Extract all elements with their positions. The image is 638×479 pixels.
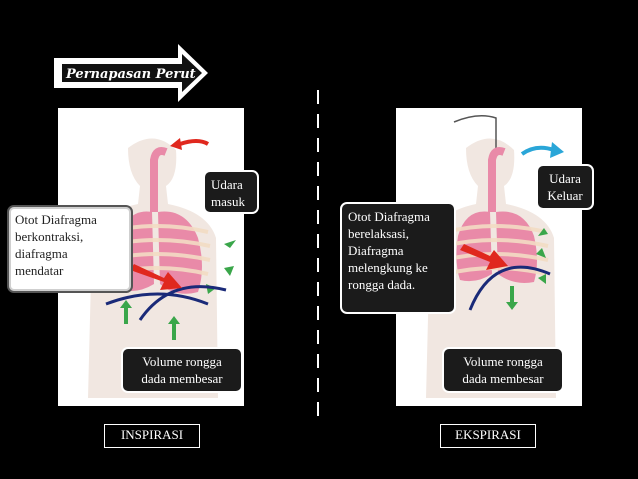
exhale-volume-label: Volume rongga dada membesar (442, 347, 564, 393)
banner-title: Pernapasan Perut (66, 67, 196, 82)
exhale-phase-label: EKSPIRASI (440, 424, 536, 448)
exhale-diaphragm-overlay (460, 244, 551, 311)
exhale-air-label: Udara Keluar (536, 164, 594, 210)
inhale-volume-label: Volume rongga dada membesar (121, 347, 243, 393)
center-divider (317, 90, 319, 420)
inhale-phase-label: INSPIRASI (104, 424, 200, 448)
inhale-muscle-label: Otot Diafragma berkontraksi, diafragma m… (7, 205, 133, 293)
inhale-air-label: Udara masuk (203, 170, 259, 214)
banner-arrow-icon (54, 44, 208, 102)
exhale-muscle-label: Otot Diafragma berelaksasi, Diafragma me… (340, 202, 456, 314)
inhale-diaphragm-overlay (130, 264, 227, 321)
